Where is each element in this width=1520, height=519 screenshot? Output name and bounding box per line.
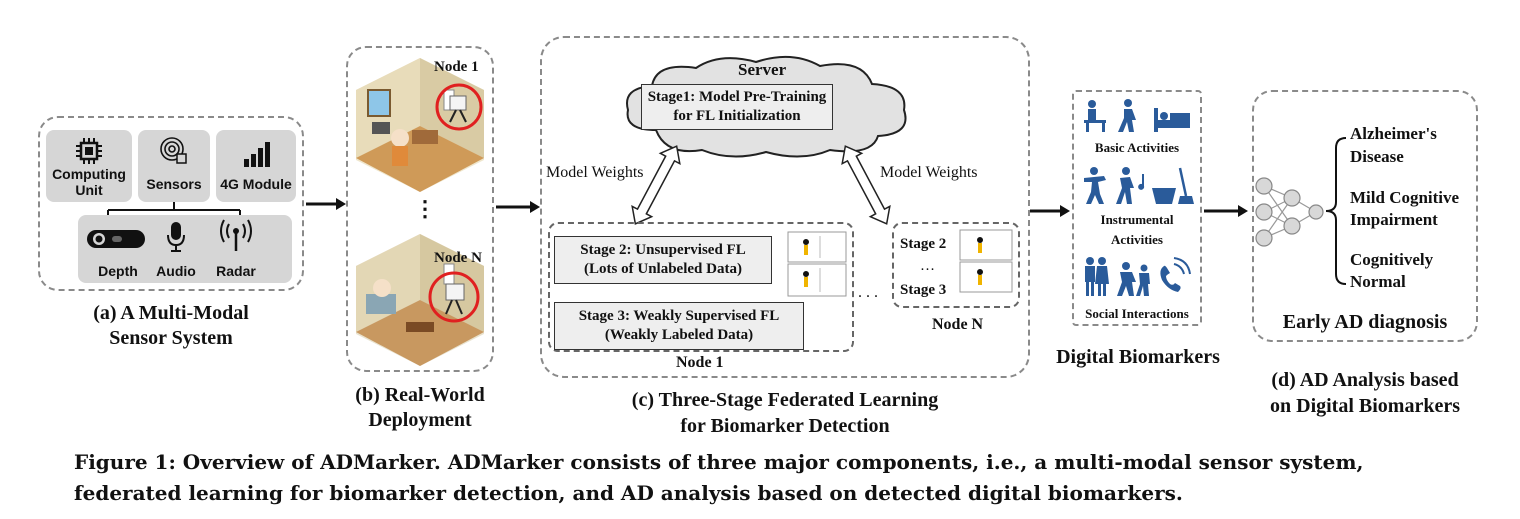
panel-b-caption-line2: Deployment	[368, 409, 472, 431]
social-interactions-label: Social Interactions	[1085, 306, 1189, 321]
4g-module-box: 4G Module	[216, 130, 296, 202]
figure-caption-line2: federated learning for biomarker detecti…	[74, 481, 1183, 505]
floorplan-thumbnails-node-n	[959, 229, 1013, 293]
node-1-caption: Node 1	[676, 354, 724, 371]
ad-analysis-panel	[1252, 90, 1478, 342]
sensor-types-box: Depth Audio Radar	[78, 215, 292, 283]
biomarkers-panel	[1072, 90, 1202, 326]
depth-camera-icon	[87, 230, 145, 248]
deployment-panel	[346, 46, 494, 372]
highlight-circle-node-n	[428, 271, 480, 323]
weights-arrow-right	[841, 145, 891, 225]
instrumental-activities-label-line2: Activities	[1111, 232, 1163, 247]
signal-bars-icon	[244, 142, 270, 167]
output-alzheimers-line2: Disease	[1350, 147, 1404, 166]
depth-label: Depth	[98, 263, 138, 279]
radar-label: Radar	[216, 263, 256, 279]
sensors-label: Sensors	[146, 176, 202, 192]
social-interactions-icons	[1085, 257, 1191, 296]
arrow-b-to-c	[496, 201, 540, 213]
node-1-box	[548, 222, 854, 352]
server-label: Server	[738, 60, 787, 79]
radar-antenna-icon	[220, 219, 252, 251]
computing-unit-box: Computing Unit	[46, 130, 132, 202]
stage3-line1: Stage 3: Weakly Supervised FL	[578, 308, 780, 324]
neural-network-icon	[1255, 177, 1324, 247]
computing-unit-label: Computing Unit	[52, 166, 126, 198]
basic-activities-icons	[1084, 99, 1190, 132]
arrow-biomarkers-to-d	[1204, 205, 1248, 217]
instrumental-activities-label-line1: Instrumental	[1100, 212, 1174, 227]
between-nodes-dots: . . .	[858, 284, 878, 301]
stage2-line2: (Lots of Unlabeled Data)	[584, 261, 742, 277]
node-1-label: Node 1	[434, 59, 479, 75]
federated-learning-panel	[540, 36, 1030, 378]
digital-biomarkers-caption: Digital Biomarkers	[1056, 346, 1220, 368]
sensor-system-panel	[38, 116, 304, 291]
early-ad-diagnosis-label: Early AD diagnosis	[1282, 311, 1448, 333]
output-brace	[1325, 137, 1347, 285]
arrow-a-to-b	[306, 198, 346, 210]
chip-icon	[76, 138, 102, 164]
node-n-stage3: Stage 3	[900, 282, 947, 298]
microphone-icon	[167, 222, 185, 252]
figure-caption-line1: Figure 1: Overview of ADMarker. ADMarker…	[74, 450, 1364, 474]
output-mci-line1: Mild Cognitive	[1350, 188, 1460, 207]
sensor-icon	[160, 137, 187, 164]
stage3-line2: (Weakly Labeled Data)	[604, 327, 754, 343]
panel-a-caption-line1: (a) A Multi-Modal	[93, 302, 249, 324]
stage2-box: Stage 2: Unsupervised FL (Lots of Unlabe…	[554, 236, 772, 284]
stage1-box: Stage1: Model Pre-Training for FL Initia…	[641, 84, 833, 130]
node-n-box	[892, 222, 1020, 308]
highlight-circle-node-1	[435, 83, 483, 131]
weights-arrow-left	[631, 145, 681, 225]
model-weights-right-label: Model Weights	[880, 164, 978, 181]
panel-b-caption-line1: (b) Real-World	[355, 384, 485, 406]
panel-d-caption-line2: on Digital Biomarkers	[1270, 395, 1460, 417]
sensors-box: Sensors	[138, 130, 210, 202]
stage1-line2: for FL Initialization	[673, 108, 801, 124]
panel-c-caption-line2: for Biomarker Detection	[680, 415, 890, 437]
floorplan-thumbnails-node-1	[787, 231, 847, 297]
stage2-line1: Stage 2: Unsupervised FL	[580, 242, 746, 258]
panel-d-caption-line1: (d) AD Analysis based	[1271, 369, 1459, 391]
arrow-c-to-biomarkers	[1030, 205, 1070, 217]
node-ellipsis: ⋮	[414, 196, 436, 221]
basic-activities-label: Basic Activities	[1094, 140, 1180, 155]
audio-label: Audio	[156, 263, 196, 279]
room-illustration-node-1	[356, 58, 484, 192]
output-alzheimers-line1: Alzheimer's	[1350, 124, 1437, 143]
instrumental-activities-icons	[1084, 167, 1194, 204]
output-mci-line2: Impairment	[1350, 210, 1438, 229]
node-n-stage2: Stage 2	[900, 236, 947, 252]
model-weights-left-label: Model Weights	[546, 164, 644, 181]
node-n-caption: Node N	[932, 316, 984, 333]
output-normal-line2: Normal	[1350, 272, 1406, 291]
stage3-box: Stage 3: Weakly Supervised FL (Weakly La…	[554, 302, 804, 350]
4g-module-label: 4G Module	[220, 176, 292, 192]
stage1-line1: Stage1: Model Pre-Training	[647, 89, 827, 105]
output-normal-line1: Cognitively	[1350, 250, 1434, 269]
node-n-label: Node N	[434, 250, 482, 266]
node-n-dots: …	[920, 258, 935, 274]
panel-c-caption-line1: (c) Three-Stage Federated Learning	[631, 389, 939, 411]
panel-a-caption-line2: Sensor System	[109, 327, 233, 349]
